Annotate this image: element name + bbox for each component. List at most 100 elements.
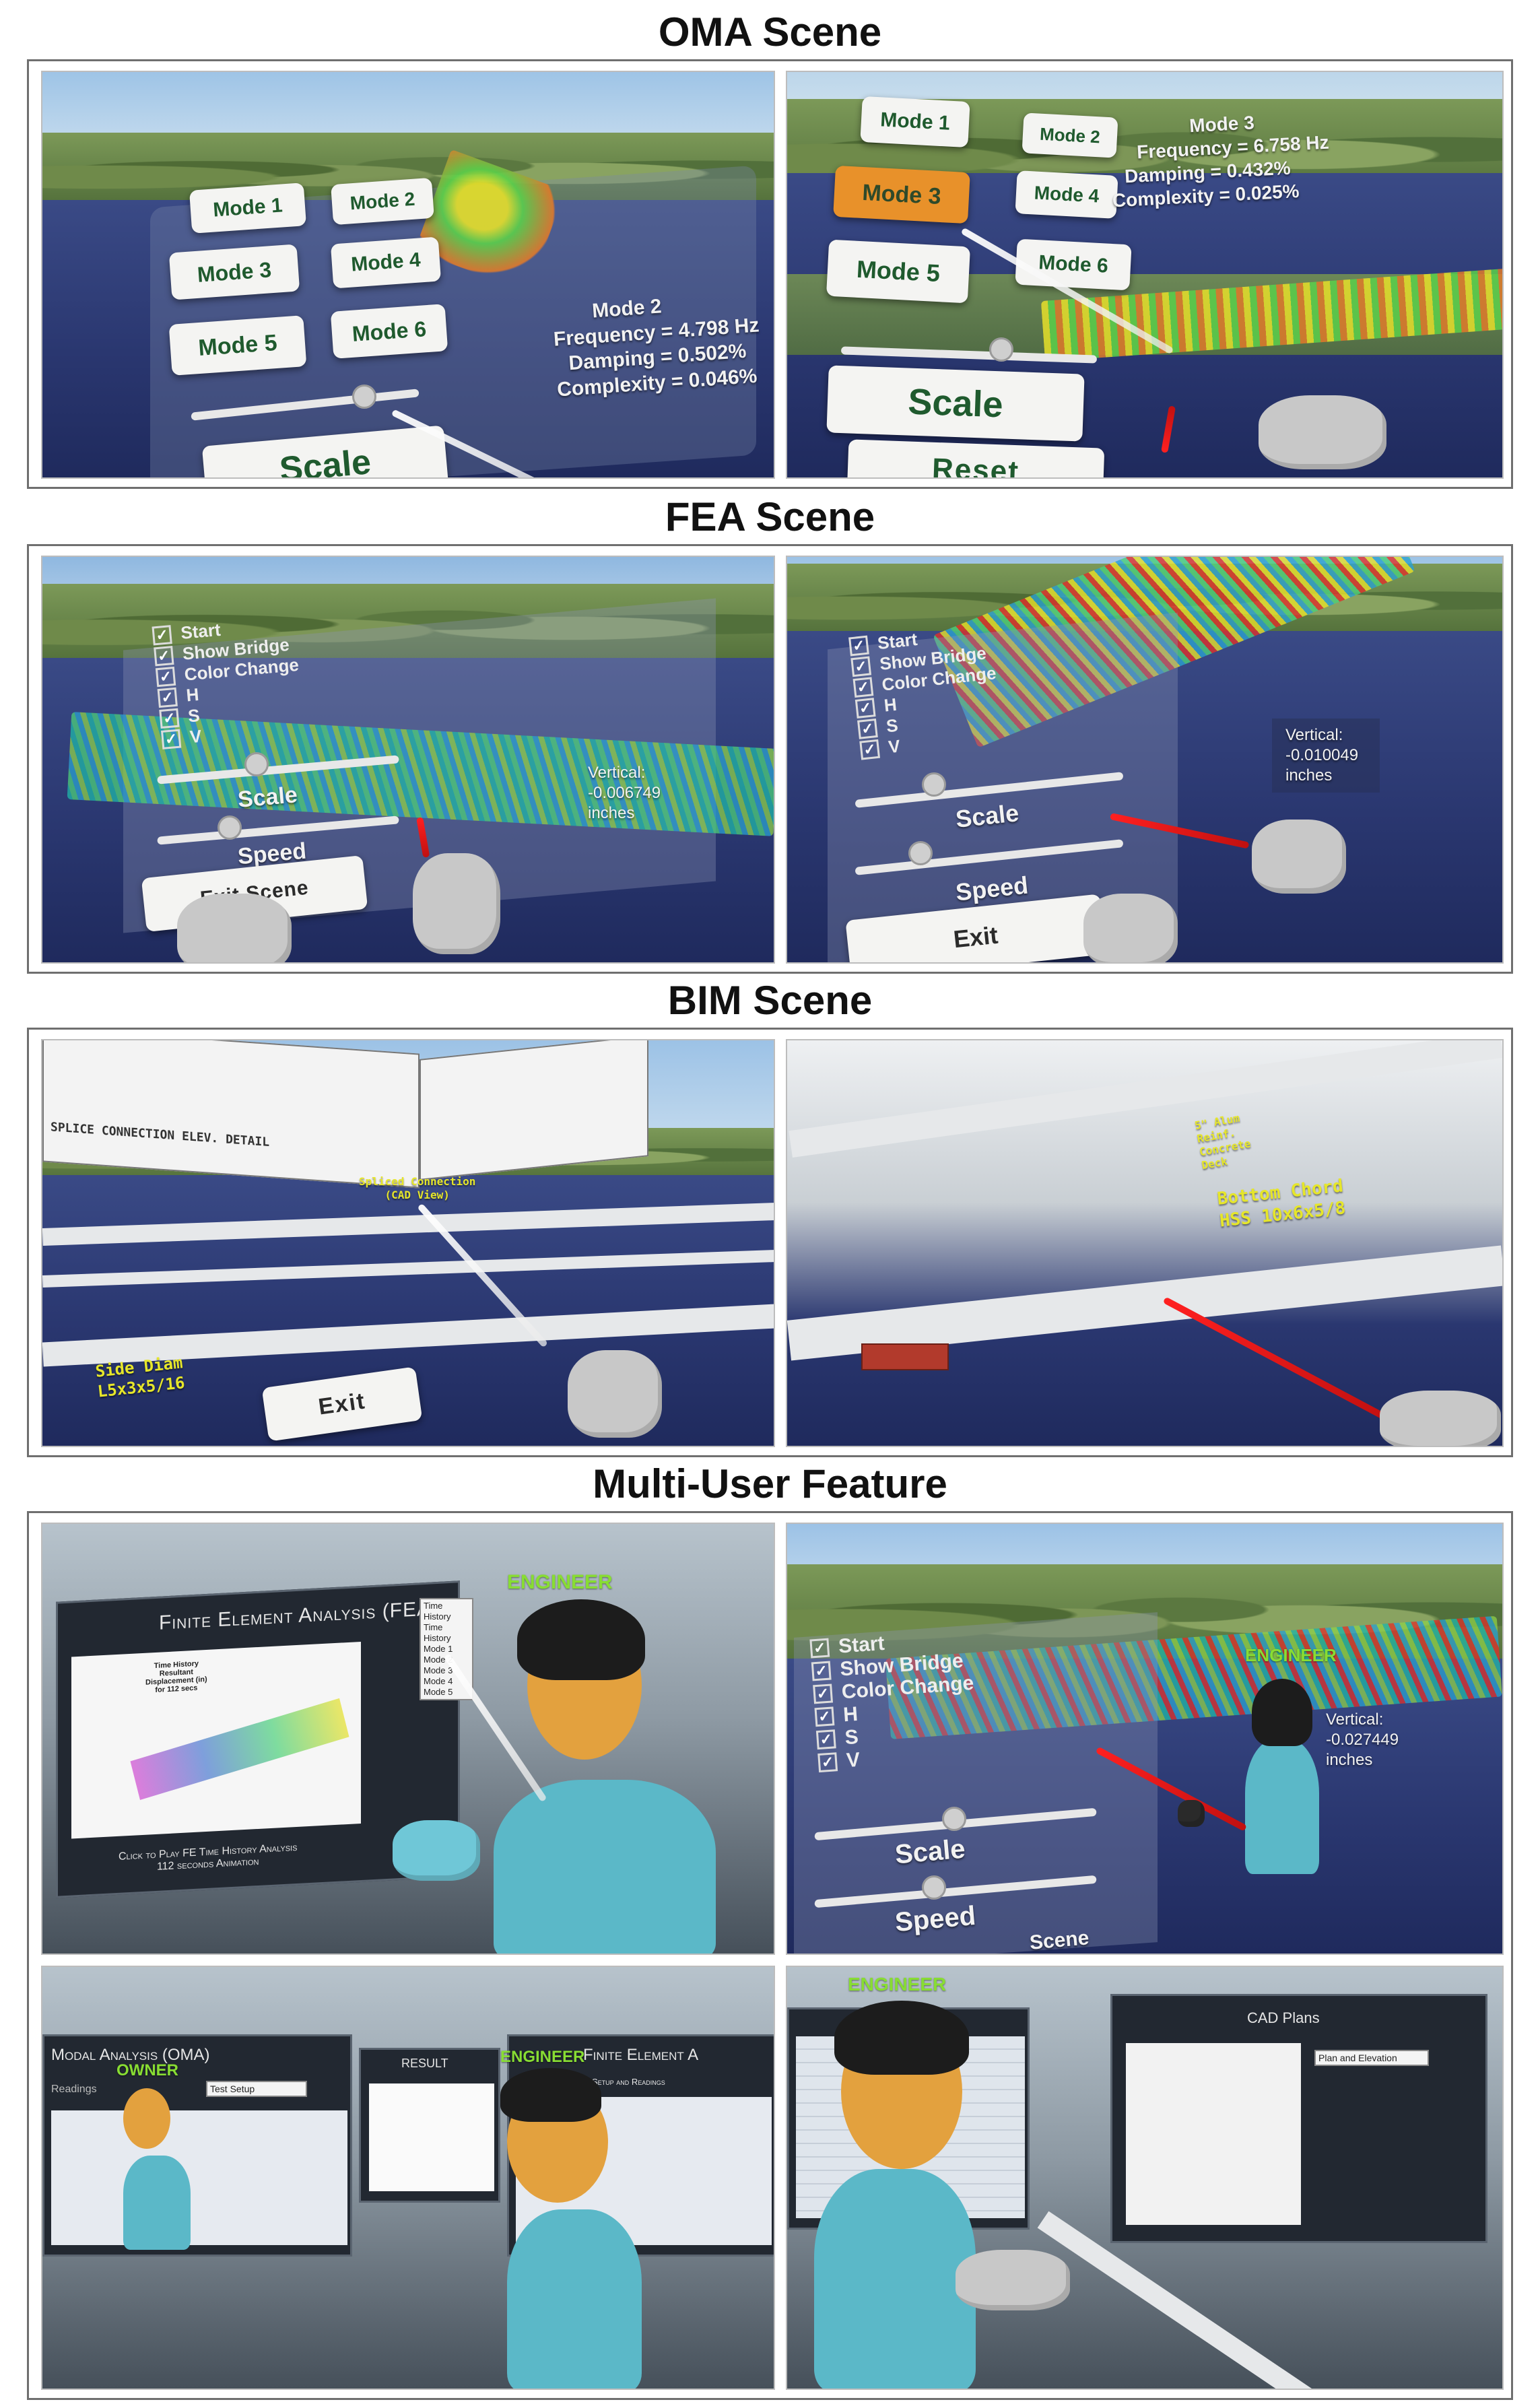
avatar-hair [500, 2068, 601, 2122]
check-icon[interactable]: ✓ [848, 635, 869, 656]
check-icon[interactable]: ✓ [815, 1729, 836, 1750]
readout-value: -0.010049 [1285, 746, 1359, 764]
avatar-body [494, 1780, 716, 1954]
engineer-role-tag: ENGINEER [1245, 1645, 1337, 1665]
dropdown-item[interactable]: Mode 3 [424, 1665, 453, 1675]
check-icon[interactable]: ✓ [154, 645, 174, 666]
readout-value: -0.006749 [588, 784, 661, 802]
mode-1-button[interactable]: Mode 1 [860, 96, 970, 148]
readings-label: Readings [51, 2083, 97, 2095]
mode-4-button[interactable]: Mode 4 [1015, 170, 1118, 219]
owner-avatar [123, 2088, 170, 2149]
label-line: (CAD View) [384, 1189, 450, 1201]
readout-backplate [1272, 719, 1380, 793]
mode-1-button[interactable]: Mode 1 [189, 182, 307, 234]
result-chart[interactable] [369, 2083, 494, 2191]
oma-left-viewport: Mode 1 Mode 2 Mode 3 Mode 4 Mode 5 Mode … [41, 71, 775, 479]
mode-info-readout: Mode 3 Frequency = 6.758 Hz Damping = 0.… [1108, 107, 1332, 213]
scale-slider-knob[interactable] [244, 752, 269, 776]
cad-drawing[interactable] [1126, 2043, 1301, 2225]
mode-6-button[interactable]: Mode 6 [1015, 238, 1132, 291]
oma-frame: Mode 1 Mode 2 Mode 3 Mode 4 Mode 5 Mode … [27, 59, 1513, 489]
check-icon[interactable]: ✓ [157, 687, 178, 708]
dropdown-item[interactable]: Mode 5 [424, 1687, 453, 1697]
plan-elevation-dropdown[interactable]: Plan and Elevation [1314, 2050, 1429, 2066]
scale-slider-knob[interactable] [922, 772, 946, 797]
cad-display-panel: CAD Plans Plan and Elevation [1110, 1994, 1487, 2243]
avatar-hair [834, 2001, 969, 2075]
fea-checkbox-list: ✓Start ✓Show Bridge ✓Color Change ✓H ✓S … [848, 621, 1004, 760]
vr-hand [1380, 1391, 1501, 1446]
avatar-hair [517, 1599, 645, 1680]
dropdown-item[interactable]: Mode 1 [424, 1644, 453, 1654]
play-caption[interactable]: Click to Play FE Time History Analysis 1… [119, 1842, 297, 1875]
displacement-readout: Vertical: -0.010049 inches [1285, 725, 1358, 786]
check-icon[interactable]: ✓ [852, 676, 874, 698]
panel-title: RESULT [401, 2057, 448, 2070]
scale-slider-knob[interactable] [352, 385, 376, 409]
speed-slider-knob[interactable] [908, 841, 933, 865]
check-icon[interactable]: ✓ [857, 718, 878, 739]
readout-label: Vertical: [588, 764, 646, 782]
bridge-plaque [861, 1343, 949, 1370]
check-icon[interactable]: ✓ [811, 1661, 832, 1681]
mode-5-button[interactable]: Mode 5 [826, 239, 971, 304]
check-icon[interactable]: ✓ [152, 624, 172, 645]
checkbox-label: H [883, 694, 898, 716]
panel-title: Finite Element A [583, 2046, 699, 2064]
speed-slider-knob[interactable] [922, 1875, 946, 1900]
check-icon[interactable]: ✓ [859, 739, 880, 760]
deck-label: 5" Alum Reinf. Concrete Deck [1194, 1110, 1254, 1172]
multi-tl-viewport: Finite Element Analysis (FEA) Time Histo… [41, 1523, 775, 1955]
speed-slider-knob[interactable] [217, 815, 242, 840]
dropdown-item[interactable]: Time History [424, 1622, 451, 1643]
check-icon[interactable]: ✓ [155, 666, 176, 687]
avatar-hand [1178, 1800, 1205, 1827]
fea-plot[interactable]: Time History Resultant Displacement (in)… [71, 1641, 361, 1839]
readings-grid [51, 2110, 347, 2245]
label-line: Spliced Connection [359, 1175, 476, 1188]
engineer-avatar-body [507, 2209, 642, 2389]
check-icon[interactable]: ✓ [817, 1752, 838, 1773]
vr-hand-right [413, 853, 500, 954]
readout-unit: inches [1326, 1751, 1373, 1769]
checkbox-label: V [887, 735, 902, 758]
check-icon[interactable]: ✓ [813, 1683, 834, 1704]
vr-hand-left [177, 894, 292, 962]
vr-hand-left [1083, 894, 1178, 962]
mode-6-button[interactable]: Mode 6 [330, 304, 448, 359]
check-icon[interactable]: ✓ [850, 656, 872, 677]
test-setup-dropdown[interactable]: Test Setup [206, 2081, 307, 2097]
mode-2-button[interactable]: Mode 2 [331, 177, 434, 226]
check-icon[interactable]: ✓ [159, 708, 180, 729]
scale-slider-knob[interactable] [942, 1807, 966, 1831]
engineer-role-tag: ENGINEER [848, 1974, 947, 1995]
scale-label: Scale [236, 782, 299, 813]
check-icon[interactable]: ✓ [809, 1638, 830, 1659]
mode-3-button[interactable]: Mode 3 [833, 165, 970, 224]
scale-slider-knob[interactable] [989, 337, 1013, 362]
check-icon[interactable]: ✓ [855, 697, 876, 719]
mode-4-button[interactable]: Mode 4 [330, 236, 442, 289]
exit-scene-button[interactable]: Scene [1028, 1927, 1090, 1954]
checkbox-label: Start [838, 1632, 885, 1658]
engineer-role-tag: ENGINEER [500, 2048, 585, 2066]
check-icon[interactable]: ✓ [814, 1706, 835, 1727]
mode-2-button[interactable]: Mode 2 [1022, 112, 1118, 158]
fea-left-viewport: ✓Start ✓Show Bridge ✓Color Change ✓H ✓S … [41, 556, 775, 964]
bim-section-title: BIM Scene [667, 978, 873, 1023]
check-icon[interactable]: ✓ [160, 729, 182, 749]
multi-tr-viewport: ✓Start ✓Show Bridge ✓Color Change ✓H ✓S … [786, 1523, 1504, 1955]
engineer-role-tag: ENGINEER [507, 1571, 613, 1593]
checkbox-label: V [845, 1748, 861, 1772]
dropdown-item[interactable]: Time History [424, 1601, 451, 1622]
fea-checkbox-list: ✓Start ✓Show Bridge ✓Color Change ✓H ✓S … [809, 1626, 979, 1774]
checkbox-label: S [885, 714, 899, 737]
avatar-hair [1252, 1679, 1312, 1746]
mode-3-button[interactable]: Mode 3 [168, 244, 300, 300]
mode-5-button[interactable]: Mode 5 [168, 315, 307, 376]
tree-line [42, 584, 774, 665]
dropdown-item[interactable]: Mode 4 [424, 1676, 453, 1686]
readout-unit: inches [1285, 766, 1333, 785]
